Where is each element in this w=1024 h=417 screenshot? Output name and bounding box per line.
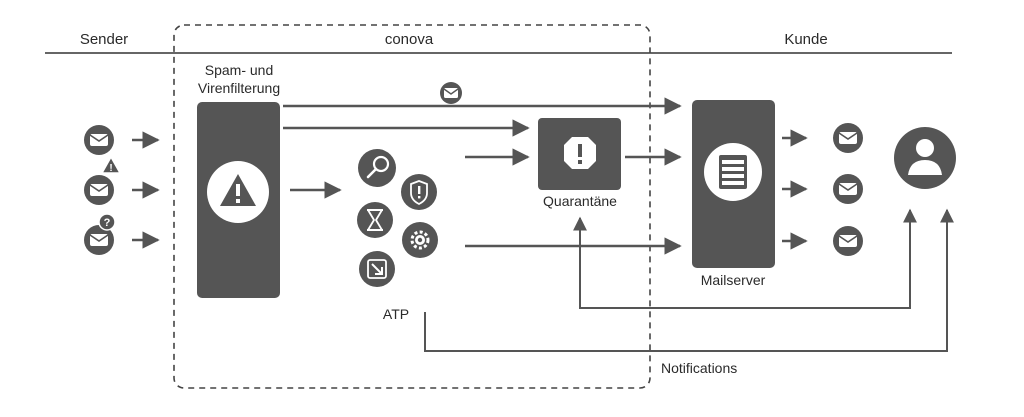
incoming-mail-2: ! — [84, 156, 121, 205]
mail-icon — [84, 125, 114, 155]
mailserver-label: Mailserver — [701, 272, 766, 288]
incoming-mail-3: ? — [84, 213, 116, 255]
mail-icon — [84, 175, 114, 205]
warning-badge-mark: ! — [109, 163, 112, 174]
flow-arrows — [283, 97, 682, 255]
question-badge-mark: ? — [104, 217, 111, 229]
zone-label-provider: conova — [385, 31, 434, 48]
mail-icon — [84, 225, 114, 255]
zone-label-sender: Sender — [80, 31, 128, 48]
warning-triangle-icon — [207, 161, 269, 223]
spam-filter-label-line2: Virenfilterung — [198, 80, 280, 96]
hourglass-icon — [357, 202, 393, 238]
delivery-arrows — [782, 129, 808, 250]
zone-label-customer: Kunde — [784, 31, 827, 48]
quarantine-label: Quarantäne — [543, 193, 617, 209]
external-link-icon — [359, 251, 395, 287]
mail-icon — [440, 82, 462, 104]
mail-icon — [833, 226, 863, 256]
gear-icon — [402, 222, 438, 258]
alert-octagon-icon — [564, 137, 596, 169]
user-icon — [894, 127, 956, 189]
alert-shield-icon — [401, 174, 437, 210]
spam-filter-label-line1: Spam- und — [205, 62, 273, 78]
mail-icon — [833, 174, 863, 204]
notifications-label: Notifications — [661, 360, 737, 376]
warning-badge-icon: ! — [101, 156, 121, 174]
mail-icon — [833, 123, 863, 153]
question-badge-icon: ? — [98, 213, 116, 231]
search-icon — [358, 149, 396, 187]
server-icon — [704, 143, 762, 201]
provider-boundary — [173, 24, 651, 389]
atp-label: ATP — [383, 306, 409, 322]
incoming-mail-1 — [84, 125, 114, 155]
notification-paths — [424, 208, 954, 352]
sender-arrows — [132, 131, 160, 249]
